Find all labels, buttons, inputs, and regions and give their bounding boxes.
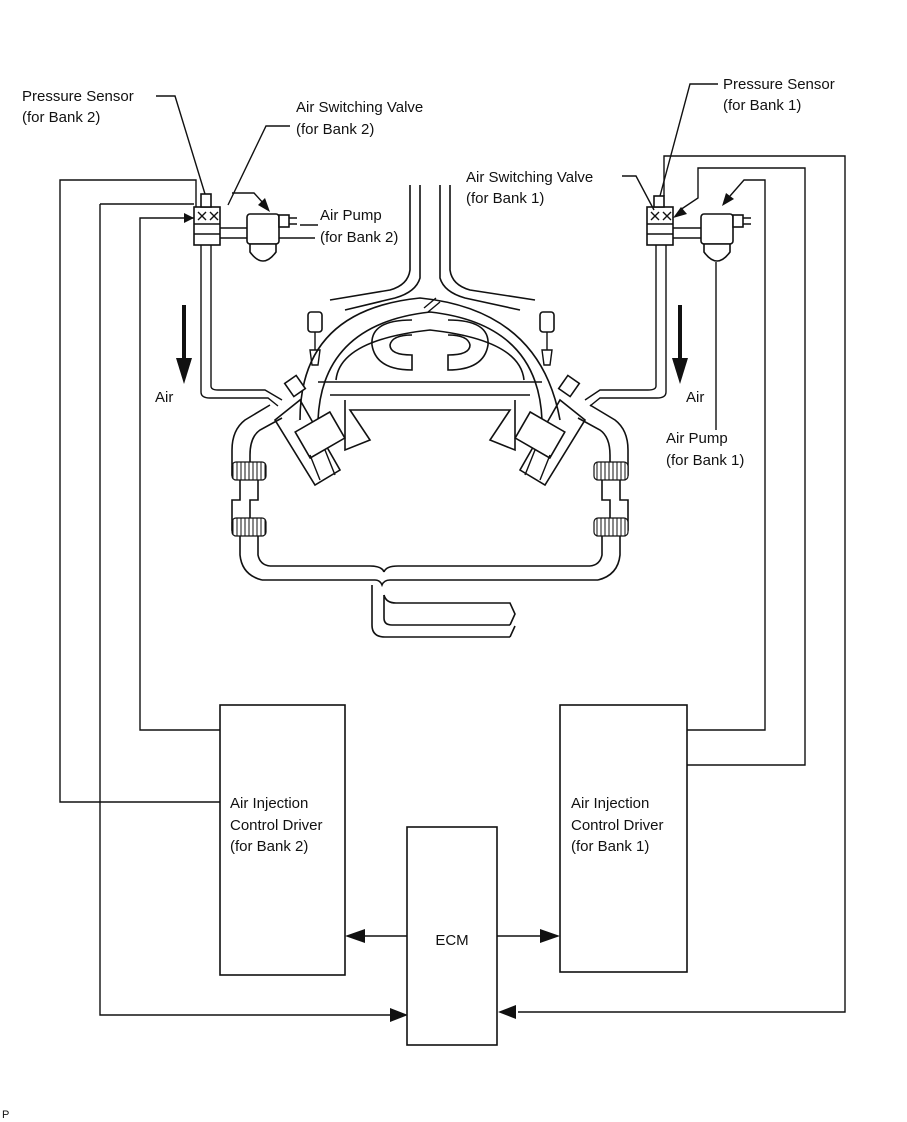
air-flow-arrow-left xyxy=(176,305,192,384)
injector-left xyxy=(283,311,323,398)
air-hoses xyxy=(200,227,701,407)
air-switching-valve-bank1-label: Air Switching Valve (for Bank 1) xyxy=(466,169,597,207)
ecm-box xyxy=(406,826,498,1046)
driver-bank1-box xyxy=(559,704,688,973)
air-right-label: Air xyxy=(686,389,704,406)
air-switching-valve-bank1 xyxy=(646,206,674,246)
wiring xyxy=(59,155,846,1022)
pressure-sensor-bank2 xyxy=(200,193,212,208)
driver-bank2-label: Air Injection Control Driver (for Bank 2… xyxy=(230,795,327,855)
air-flow-arrow-right xyxy=(672,305,688,384)
pressure-sensor-bank2-label: Pressure Sensor (for Bank 2) xyxy=(22,88,138,126)
air-pump-bank1-label: Air Pump (for Bank 1) xyxy=(666,430,744,469)
injector-right xyxy=(539,311,581,398)
corner-mark: P xyxy=(2,1109,9,1121)
pressure-sensor-bank1-label: Pressure Sensor (for Bank 1) xyxy=(723,76,839,114)
pressure-sensor-bank1 xyxy=(653,195,665,208)
air-switching-valve-bank2-label: Air Switching Valve (for Bank 2) xyxy=(296,99,427,138)
engine-illustration xyxy=(231,185,629,638)
driver-bank1-label: Air Injection Control Driver (for Bank 1… xyxy=(571,795,668,855)
air-pump-bank2 xyxy=(246,213,297,262)
air-switching-valve-bank2 xyxy=(193,206,221,246)
air-left-label: Air xyxy=(155,389,173,406)
leader-lines xyxy=(156,83,718,226)
air-pump-bank1 xyxy=(700,213,751,262)
driver-bank2-box xyxy=(219,704,346,976)
ecm-label: ECM xyxy=(435,932,468,949)
air-pump-bank2-label: Air Pump (for Bank 2) xyxy=(320,207,398,246)
